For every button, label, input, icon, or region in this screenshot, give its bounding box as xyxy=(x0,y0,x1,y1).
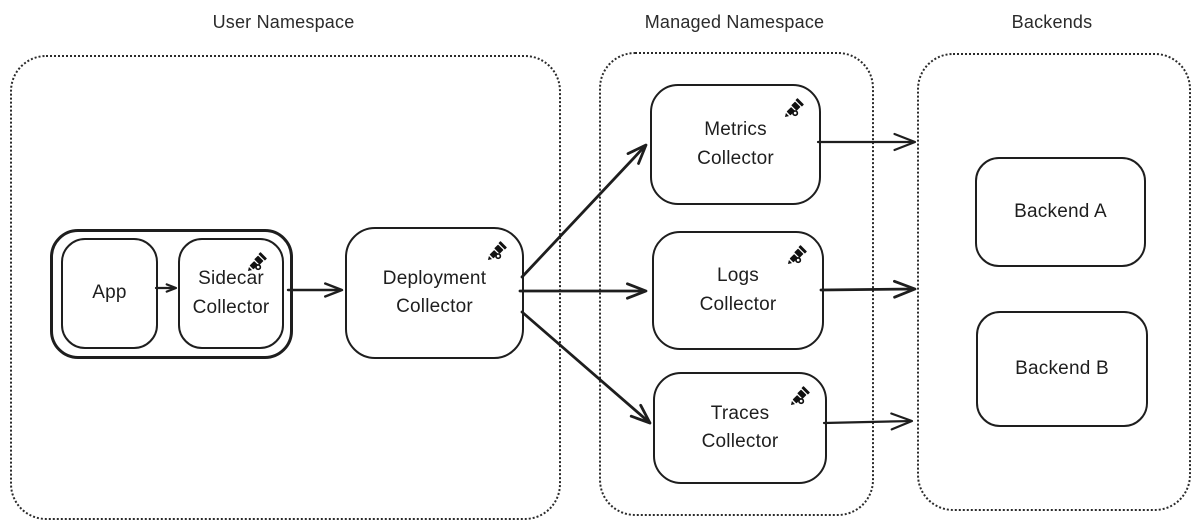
group-title-user-namespace: User Namespace xyxy=(212,12,355,32)
node-logs-collector-label: Logs Collector xyxy=(699,265,777,315)
node-app: App xyxy=(61,238,158,349)
node-traces-collector: Traces Collector xyxy=(653,372,827,484)
node-backend-a-label: Backend A xyxy=(1014,200,1107,222)
node-backend-b-label: Backend B xyxy=(1015,357,1109,379)
telescope-icon xyxy=(780,96,807,121)
telescope-icon xyxy=(483,239,510,264)
node-sidecar-collector-label: Sidecar Collector xyxy=(192,268,270,318)
node-logs-collector: Logs Collector xyxy=(652,231,824,350)
node-backend-a: Backend A xyxy=(975,157,1146,267)
node-metrics-collector-label: Metrics Collector xyxy=(697,119,774,169)
node-traces-collector-label: Traces Collector xyxy=(701,402,779,453)
telescope-icon xyxy=(783,243,810,268)
node-sidecar-collector: Sidecar Collector xyxy=(178,238,284,349)
group-backends xyxy=(917,53,1191,511)
node-metrics-collector: Metrics Collector xyxy=(650,84,821,205)
node-backend-b: Backend B xyxy=(976,311,1148,427)
group-title-backends: Backends xyxy=(1011,12,1093,32)
group-title-managed-namespace: Managed Namespace xyxy=(644,12,825,32)
group-managed-namespace xyxy=(599,52,874,516)
telescope-icon xyxy=(243,250,270,275)
telescope-icon xyxy=(786,384,813,409)
node-deployment-collector: Deployment Collector xyxy=(345,227,524,359)
node-deployment-collector-label: Deployment Collector xyxy=(382,267,487,318)
node-app-label: App xyxy=(92,282,127,304)
group-user-namespace xyxy=(10,55,561,520)
